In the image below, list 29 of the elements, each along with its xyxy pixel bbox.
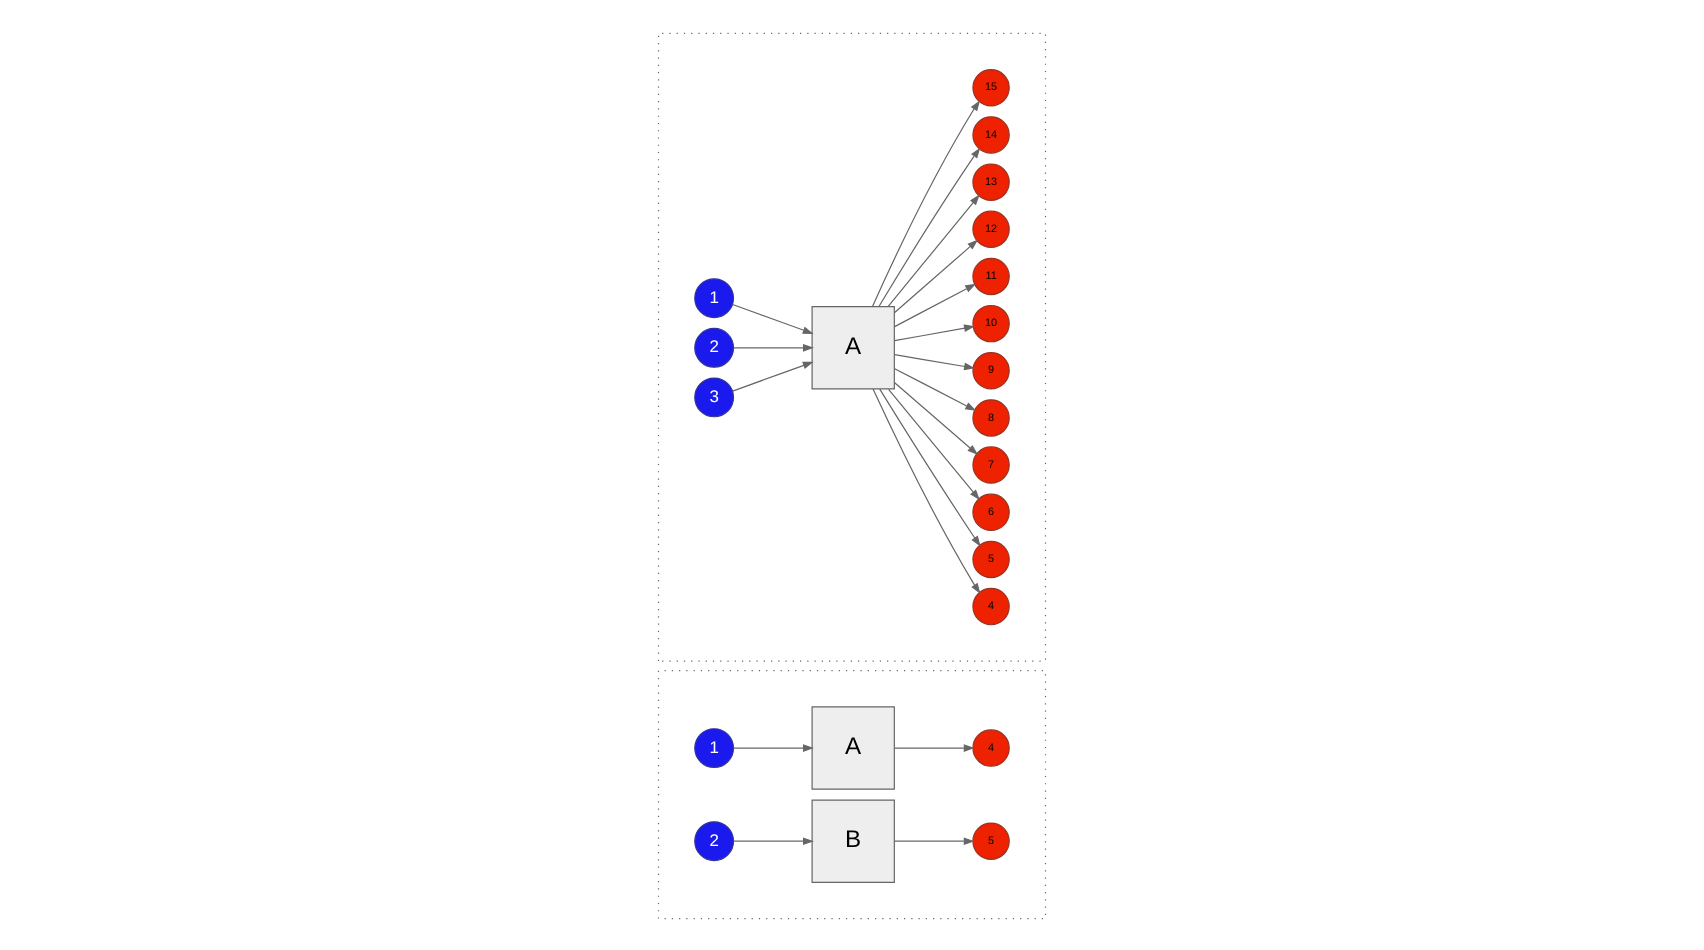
arrow (733, 343, 814, 351)
arrow (894, 367, 977, 410)
arrow (894, 282, 977, 327)
arrow (872, 387, 981, 594)
node-circle: 2 (694, 326, 735, 367)
arrow (894, 353, 975, 370)
arrow (732, 360, 814, 391)
node-circle: 2 (694, 820, 735, 861)
arrow (894, 836, 975, 845)
cluster (657, 669, 1047, 919)
cluster (657, 31, 1047, 661)
arrow (732, 302, 814, 333)
arrow (888, 387, 980, 500)
arrow (878, 146, 981, 307)
arrow (894, 238, 979, 313)
arrow (894, 323, 975, 341)
arrow (733, 836, 814, 845)
node-box: A (811, 305, 895, 389)
arrow (879, 387, 981, 546)
node-box: B (811, 798, 895, 882)
node-circle: 1 (694, 727, 735, 768)
arrow (894, 743, 975, 751)
arrow (871, 99, 981, 307)
arrow (894, 381, 979, 454)
arrow (887, 193, 980, 307)
arrow (733, 743, 814, 751)
node-circle: 1 (694, 277, 735, 318)
node-circle: 3 (694, 376, 735, 417)
node-box: A (811, 705, 895, 789)
